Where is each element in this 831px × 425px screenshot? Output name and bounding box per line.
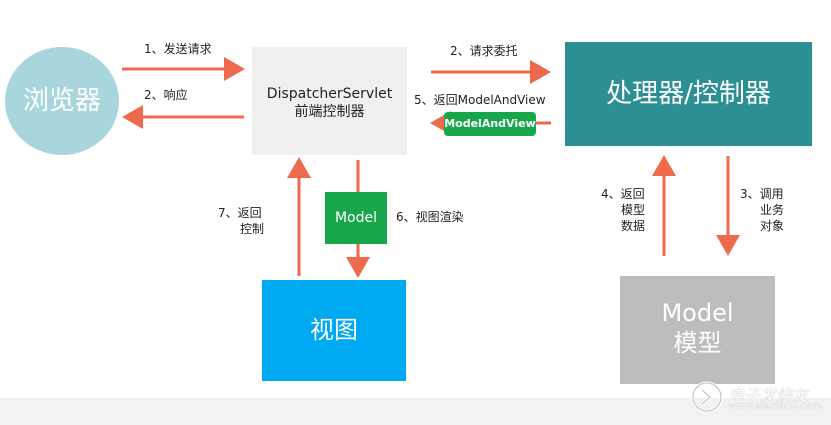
step3-label: 3、调用 业务 对象 [740,186,784,234]
model-badge-label: Model [334,210,378,226]
step7-line2: 控制 [240,222,265,236]
modelandview-badge: ModelAndView [444,112,536,136]
elecfans-logo-icon [691,381,723,413]
view-label: 视图 [310,316,358,344]
step2-label: 2、响应 [144,88,188,102]
model-label-cn: 模型 [673,329,722,357]
step6-label: 6、视图渲染 [396,210,464,224]
step1-label: 1、发送请求 [144,42,212,56]
step3-line1: 3、调用 [740,187,784,201]
step4-line2: 模型 [621,203,646,217]
view-node: 视图 [262,280,406,381]
handler-label: 处理器/控制器 [606,79,771,109]
step3-line3: 对象 [760,219,785,233]
model-badge: Model [325,192,387,244]
dispatcher-label-en: DispatcherServlet [266,86,393,102]
browser-label: 浏览器 [22,86,101,116]
model-node: Model 模型 [620,276,775,384]
step2b-label: 2、请求委托 [450,44,518,58]
modelandview-badge-label: ModelAndView [444,117,536,130]
step4-label: 4、返回 模型 数据 [601,186,645,234]
step4-line3: 数据 [621,219,646,233]
step7-line1: 7、返回 [218,206,262,220]
watermark-text: 电子发烧友 [728,386,809,405]
dispatcher-label-cn: 前端控制器 [294,104,365,120]
step3-line2: 业务 [760,203,785,217]
handler-controller-node: 处理器/控制器 [565,42,812,146]
browser-node: 浏览器 [5,47,119,155]
watermark-url: www.elecfans.com [728,401,822,412]
step4-line1: 4、返回 [601,187,645,201]
step5-label: 5、返回ModelAndView [414,93,546,107]
model-label-en: Model [661,299,734,327]
step7-label: 7、返回 控制 [218,205,264,237]
bottom-band [0,398,831,425]
dispatcher-servlet-node: DispatcherServlet 前端控制器 [252,47,407,155]
watermark: 电子发烧友 www.elecfans.com [690,378,825,418]
